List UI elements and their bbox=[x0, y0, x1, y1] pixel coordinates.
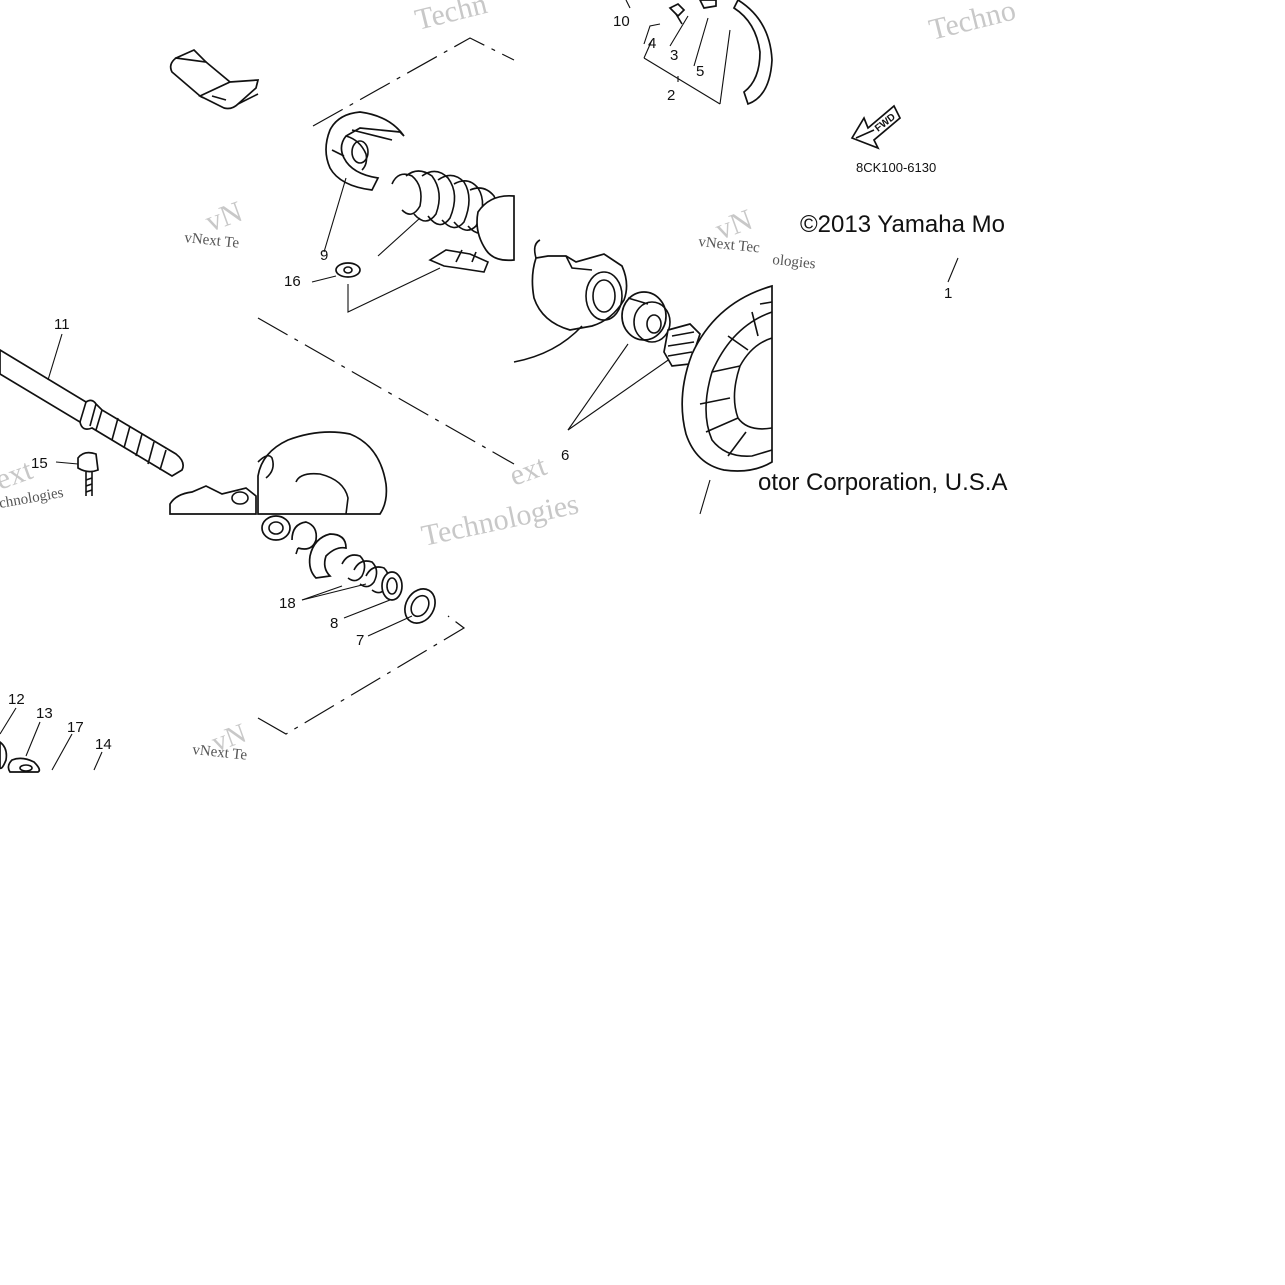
callout-12: 12 bbox=[8, 691, 25, 708]
callout-1: 1 bbox=[944, 285, 952, 302]
fixed-sheave bbox=[663, 284, 773, 472]
leader-6a bbox=[567, 343, 629, 431]
callout-13: 13 bbox=[36, 705, 53, 722]
upper-shaft bbox=[169, 48, 260, 110]
bearing-6 bbox=[621, 291, 671, 343]
callout-15: 15 bbox=[31, 455, 48, 472]
part-code: 8CK100-6130 bbox=[856, 160, 936, 175]
watermark-vnext-tec: vNext Tec bbox=[698, 234, 761, 256]
watermark-techn-top: Techn bbox=[412, 0, 491, 37]
watermark-techno-top-right: Techno bbox=[926, 0, 1019, 47]
callout-10: 10 bbox=[613, 13, 630, 30]
callout-2: 2 bbox=[667, 87, 675, 104]
leader-1 bbox=[947, 257, 959, 283]
watermark-ext-middle: ext bbox=[505, 449, 551, 493]
watermark-vnext-te: vNext Te bbox=[184, 230, 241, 252]
dash-outline-upper bbox=[257, 37, 515, 465]
housing-arc bbox=[513, 325, 583, 363]
leader-lines-bottom-middle bbox=[301, 583, 413, 637]
watermarks: Techn Techno vN vNext Te vN vNext Tec ol… bbox=[0, 0, 1019, 764]
bracket-lines-top bbox=[625, 0, 731, 105]
dash-outline-lower bbox=[257, 615, 466, 735]
spring-part bbox=[391, 170, 498, 234]
leader-11 bbox=[47, 333, 63, 381]
sheave-upper bbox=[428, 194, 515, 273]
callout-11: 11 bbox=[54, 316, 70, 333]
watermark-vnext-te-bottom: vNext Te bbox=[192, 742, 249, 764]
washer-16 bbox=[335, 262, 361, 278]
leader-lines-top-middle bbox=[311, 177, 441, 313]
callout-7: 7 bbox=[356, 632, 364, 649]
watermark-ologies-right: ologies bbox=[772, 252, 817, 272]
long-shaft-11 bbox=[0, 349, 184, 477]
callout-17: 17 bbox=[67, 719, 84, 736]
callout-16: 16 bbox=[284, 273, 301, 290]
sheave-middle bbox=[257, 431, 388, 515]
callouts: 1 2 3 4 5 6 7 8 9 10 11 12 13 14 15 16 1… bbox=[8, 13, 952, 753]
leader-sheave bbox=[699, 479, 711, 515]
hardware-cluster bbox=[668, 0, 773, 106]
fwd-arrow: FWD bbox=[850, 104, 902, 150]
callout-5: 5 bbox=[696, 63, 704, 80]
callout-4: 4 bbox=[648, 35, 656, 52]
cam-part bbox=[325, 111, 405, 191]
callout-3: 3 bbox=[670, 47, 678, 64]
leader-6b bbox=[567, 355, 675, 431]
watermark-technologies-middle: Technologies bbox=[419, 487, 582, 552]
small-parts-group bbox=[261, 515, 436, 624]
bolt-15 bbox=[77, 451, 99, 496]
callout-6: 6 bbox=[561, 447, 569, 464]
callout-8: 8 bbox=[330, 615, 338, 632]
bearing-housing bbox=[531, 239, 628, 331]
leader-lines-bottom-left bbox=[0, 707, 103, 771]
callout-9: 9 bbox=[320, 247, 328, 264]
callout-14: 14 bbox=[95, 736, 112, 753]
bracket-arm bbox=[169, 485, 257, 515]
copyright-left: ©2013 Yamaha Mo bbox=[800, 211, 1005, 238]
callout-18: 18 bbox=[279, 595, 296, 612]
copyright-right: otor Corporation, U.S.A bbox=[758, 469, 1007, 496]
leader-15 bbox=[55, 461, 79, 465]
shaft-end-parts bbox=[0, 740, 41, 773]
